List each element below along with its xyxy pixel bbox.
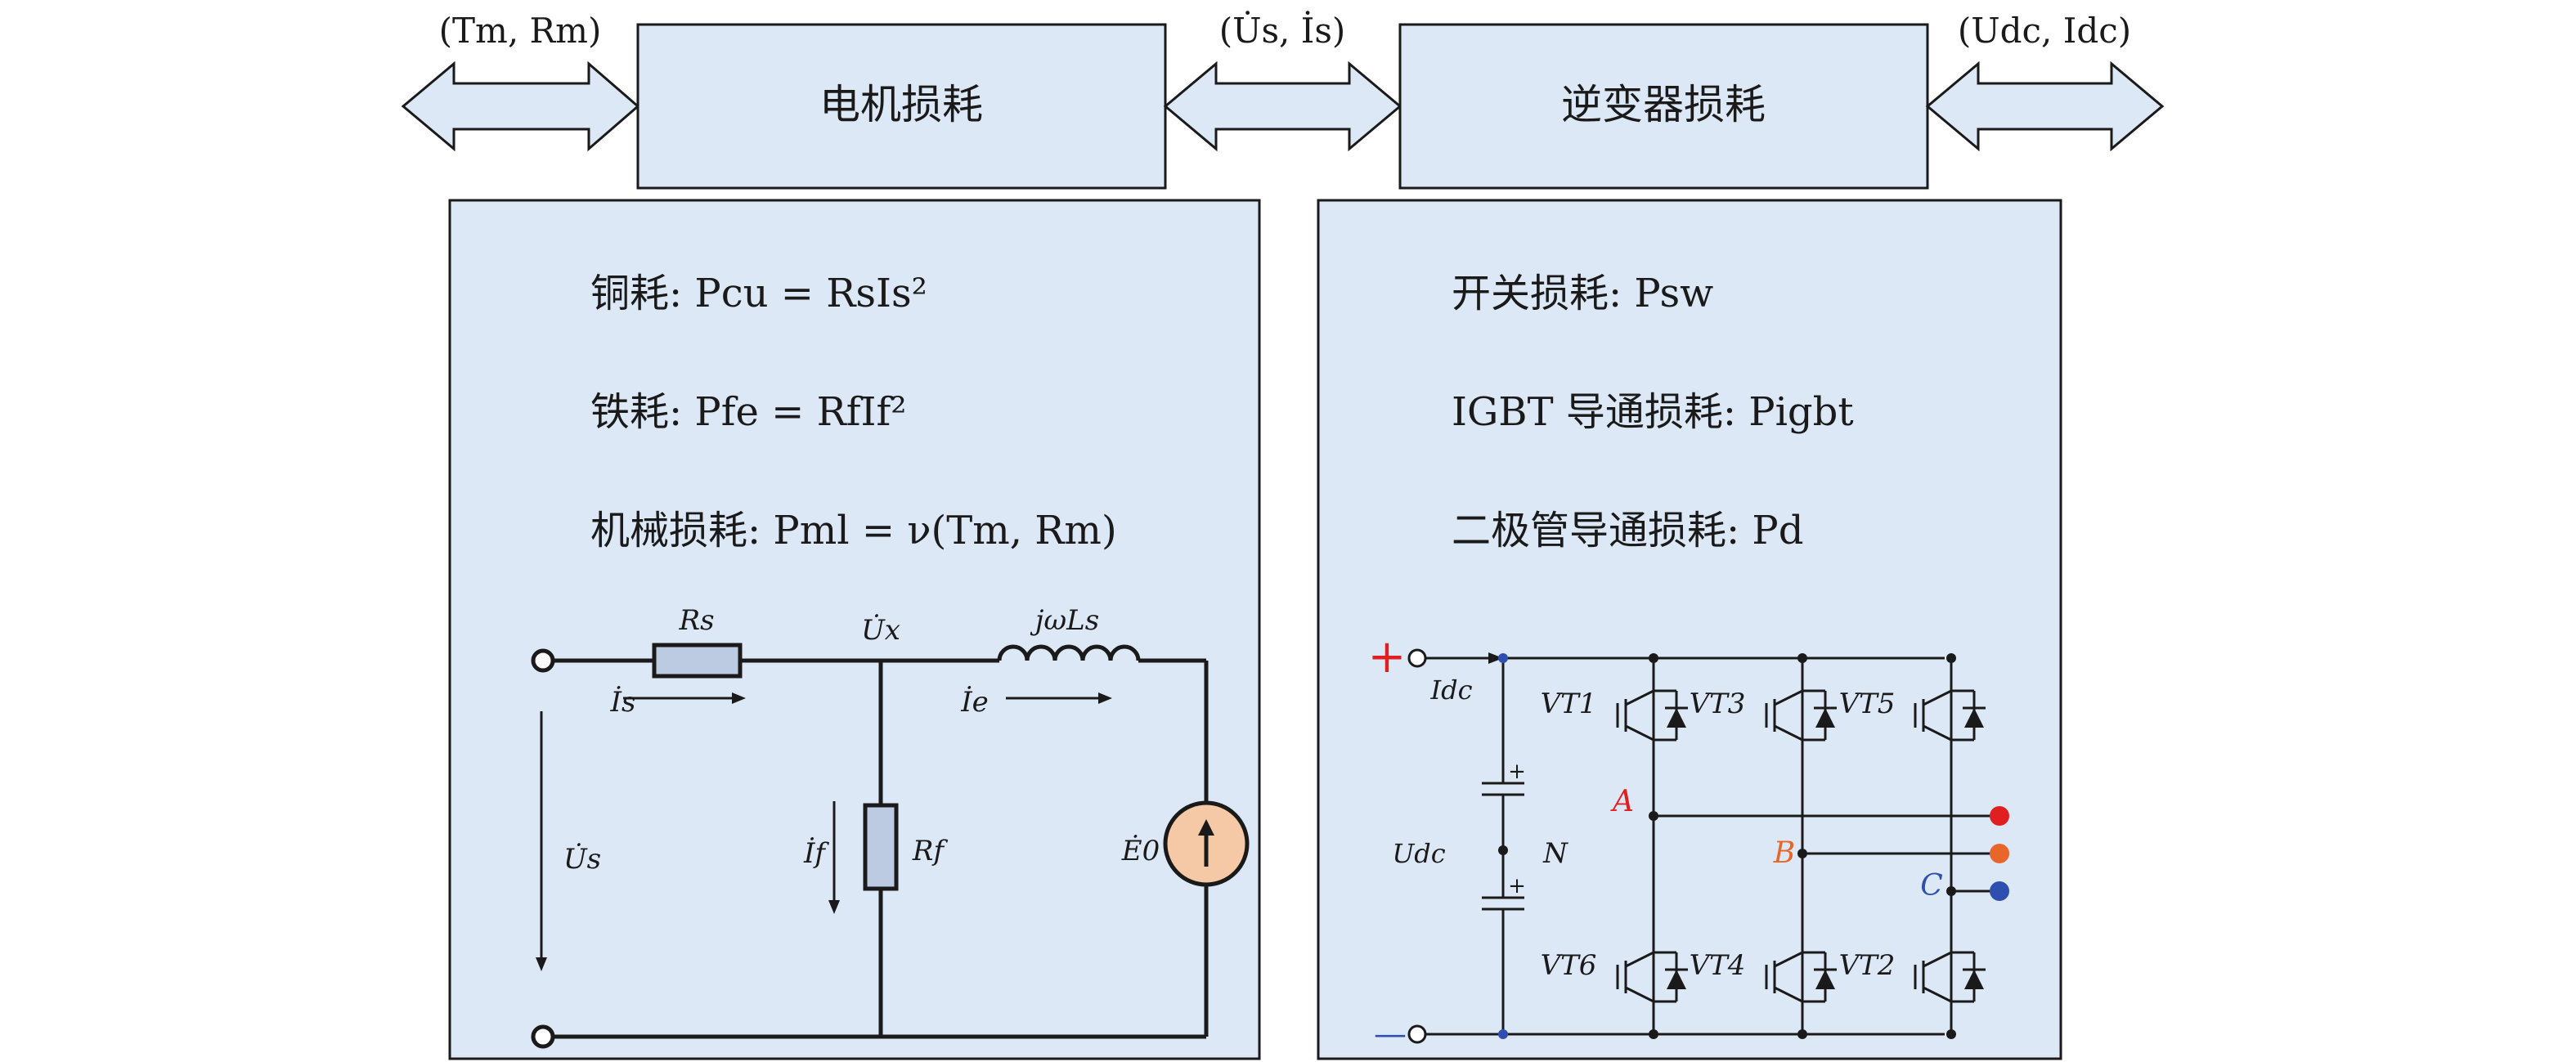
mid-double-arrow — [1163, 60, 1402, 152]
right-double-arrow — [1925, 60, 2165, 152]
label-n: N — [1542, 837, 1568, 870]
cap2-plus: + — [1508, 874, 1526, 898]
inverter-loss-box — [1398, 23, 1929, 190]
resistor-rf — [863, 803, 899, 891]
label-e0: Ė0 — [1121, 835, 1160, 867]
label-rs: Rs — [678, 604, 714, 637]
label-ux: U̇x — [861, 614, 900, 647]
label-plus: + — [1368, 630, 1407, 683]
igbt-vt6 — [1616, 951, 1688, 1003]
label-udc: Udc — [1392, 838, 1445, 869]
left-double-arrow — [401, 60, 640, 152]
terminal-bottom — [531, 1024, 555, 1049]
igbt-vt3 — [1765, 689, 1837, 742]
label-jwls: jωLs — [1030, 604, 1099, 637]
label-idc: Idc — [1429, 674, 1472, 706]
label-vt2: VT2 — [1839, 949, 1896, 982]
igbt-vt4 — [1765, 951, 1837, 1003]
cap1-plus: + — [1508, 760, 1526, 784]
phase-b-terminal — [1990, 844, 2009, 863]
label-minus: — — [1374, 1015, 1407, 1053]
igbt-vt2 — [1914, 951, 1986, 1003]
igbt-loss-formula: IGBT 导通损耗: Pigbt — [1452, 389, 1854, 435]
phase-a-terminal — [1990, 806, 2009, 826]
dc-minus-terminal — [1407, 1024, 1427, 1044]
label-vt4: VT4 — [1690, 949, 1746, 982]
arrow-right-label: (Udc, Idc) — [1958, 11, 2131, 51]
motor-loss-title: 电机损耗 — [819, 81, 983, 128]
leg-b — [1797, 653, 1807, 1039]
label-b: B — [1773, 836, 1795, 870]
phase-c-terminal — [1990, 881, 2009, 901]
dc-plus-terminal — [1407, 648, 1427, 668]
inverter-circuit: + — Idc + + Udc N — [1368, 630, 2009, 1053]
switch-loss-formula: 开关损耗: Psw — [1452, 271, 1713, 316]
label-us: U̇s — [563, 843, 601, 876]
label-rf: Rf — [912, 835, 949, 867]
motor-equivalent-circuit: Rs U̇x jωLs İs İe İf Rf U̇s Ė0 — [531, 604, 1250, 1049]
mech-loss-formula: 机械损耗: Pml = ν(Tm, Rm) — [590, 508, 1117, 553]
iron-loss-formula: 铁耗: Pfe = RfIf² — [590, 389, 907, 435]
igbt-vt1 — [1616, 689, 1688, 742]
label-ie: İe — [960, 686, 989, 719]
inverter-loss-title: 逆变器损耗 — [1561, 81, 1766, 128]
terminal-top — [531, 648, 555, 673]
label-c: C — [1920, 869, 1943, 903]
arrow-left-label: (Tm, Rm) — [439, 11, 602, 51]
label-vt6: VT6 — [1541, 949, 1597, 982]
label-a: A — [1610, 785, 1634, 818]
diode-loss-formula: 二极管导通损耗: Pd — [1452, 508, 1803, 553]
inductor-ls — [997, 644, 1141, 661]
inverter-panel — [1317, 199, 2062, 1060]
arrow-mid-label: (U̇s, İs) — [1219, 10, 1346, 51]
label-is: İs — [610, 686, 636, 719]
label-vt3: VT3 — [1690, 688, 1746, 720]
motor-panel — [448, 199, 1261, 1060]
copper-loss-formula: 铜耗: Pcu = RsIs² — [590, 271, 927, 316]
leg-c — [1946, 653, 1956, 1039]
resistor-rs — [652, 643, 743, 679]
label-vt5: VT5 — [1839, 688, 1896, 720]
igbt-vt5 — [1914, 689, 1986, 742]
label-vt1: VT1 — [1541, 688, 1597, 720]
leg-a — [1649, 653, 1658, 1039]
motor-loss-box — [636, 23, 1167, 190]
